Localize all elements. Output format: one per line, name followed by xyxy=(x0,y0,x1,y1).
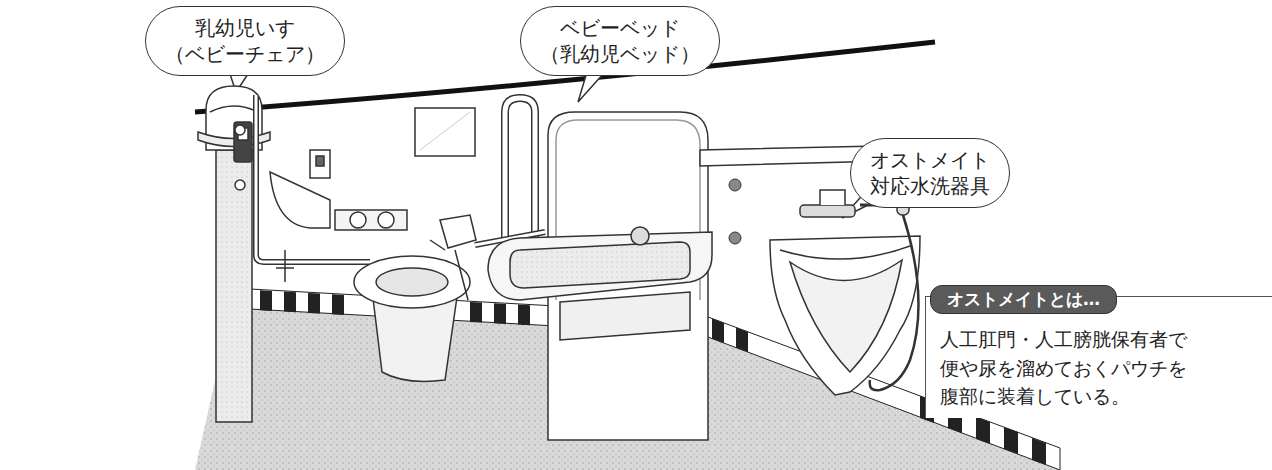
callout-text: 乳幼児いす （ベビーチェア） xyxy=(164,15,326,67)
toilet xyxy=(354,215,476,381)
ostomate-sink xyxy=(770,175,920,395)
note-body: 人工肛門・人工膀胱保有者で 便や尿を溜めておくパウチを 腹部に装着している。 xyxy=(940,325,1189,411)
callout-text: ベビーベッド （乳幼児ベッド） xyxy=(539,15,701,67)
callout-bubble: 乳幼児いす （ベビーチェア） xyxy=(145,6,345,76)
mirror xyxy=(415,108,475,156)
callout-text: オストメイト 対応水洗器具 xyxy=(869,147,991,199)
note-box: オストメイトとは…人工肛門・人工膀胱保有者で 便や尿を溜めておくパウチを 腹部に… xyxy=(925,296,1272,418)
baby-bed xyxy=(488,112,712,440)
wall-button xyxy=(729,179,741,191)
note-heading: オストメイトとは… xyxy=(930,285,1117,314)
baby-chair xyxy=(198,86,270,422)
wall-button xyxy=(729,232,741,244)
mirror-glare xyxy=(420,112,470,150)
callout-bubble: ベビーベッド （乳幼児ベッド） xyxy=(520,6,720,76)
grab-bar xyxy=(235,95,407,282)
callout-bubble: オストメイト 対応水洗器具 xyxy=(850,138,1010,208)
